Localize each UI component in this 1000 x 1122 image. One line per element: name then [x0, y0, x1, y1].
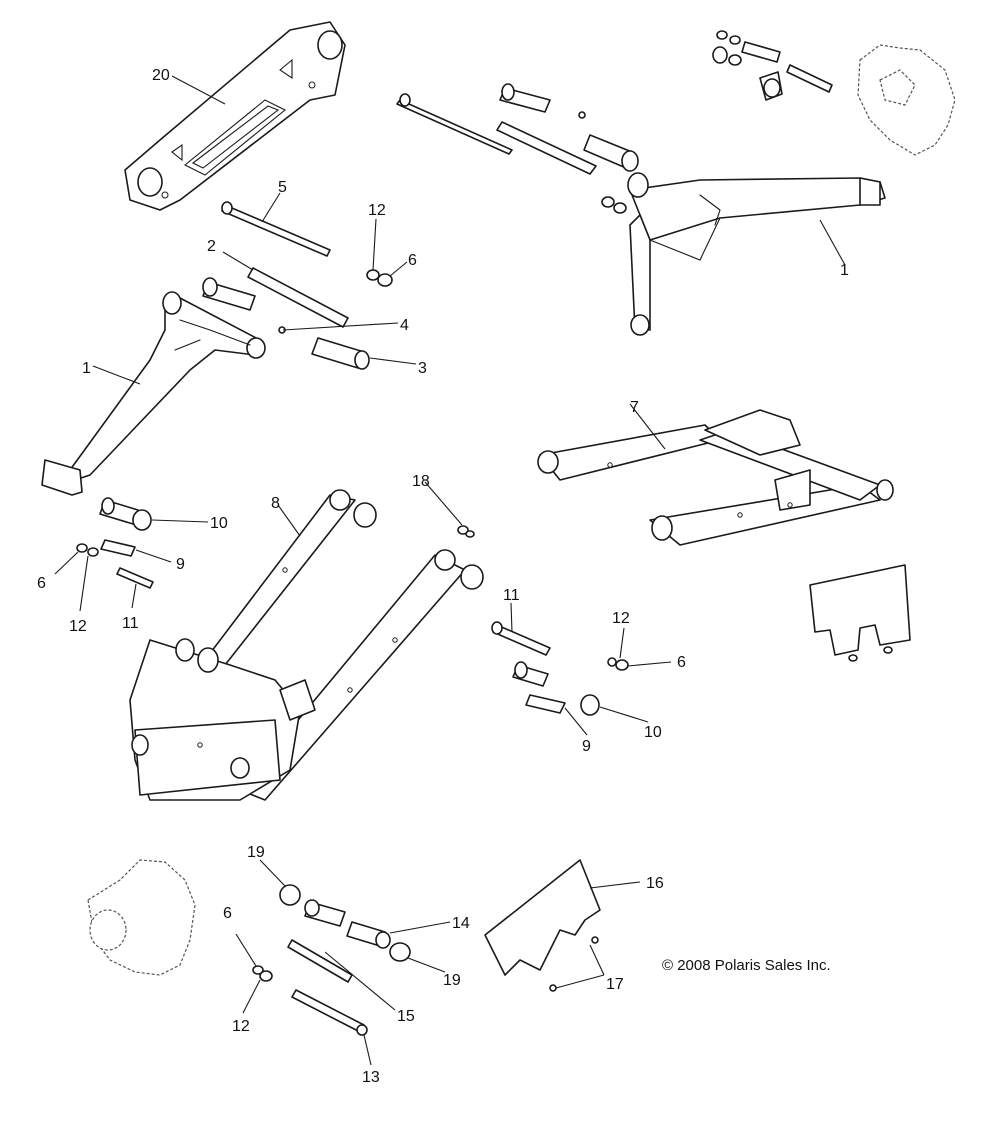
callout-3: 3 — [418, 360, 427, 377]
callout-8: 8 — [271, 495, 280, 512]
callout-6: 6 — [677, 654, 686, 671]
pivot-pin-5 — [221, 201, 331, 257]
callout-19: 19 — [443, 972, 461, 989]
callout-4: 4 — [400, 317, 409, 334]
callout-12: 12 — [69, 618, 87, 635]
callout-12: 12 — [368, 202, 386, 219]
callout-6: 6 — [223, 905, 232, 922]
leader-lines — [54, 75, 846, 1066]
copyright-notice: © 2008 Polaris Sales Inc. — [662, 957, 831, 974]
left-hardware — [76, 497, 154, 589]
rear-flap-16 — [484, 859, 601, 992]
callout-1: 1 — [840, 262, 849, 279]
bottom-hardware — [252, 884, 411, 1036]
bushing-3 — [311, 337, 370, 370]
callout-14: 14 — [452, 915, 470, 932]
rear-flap-plate — [809, 564, 911, 662]
bushing-left-upper — [202, 277, 256, 311]
torque-arm-upper — [627, 172, 886, 336]
callout-20: 20 — [152, 67, 170, 84]
callout-19: 19 — [247, 844, 265, 861]
right-hardware — [491, 621, 629, 716]
swing-arm-8 — [129, 489, 484, 801]
callout-2: 2 — [207, 238, 216, 255]
callout-17: 17 — [606, 976, 624, 993]
torque-arm-left — [41, 291, 266, 496]
callout-13: 13 — [362, 1069, 380, 1086]
callout-15: 15 — [397, 1008, 415, 1025]
callout-18: 18 — [412, 473, 430, 490]
callout-10: 10 — [210, 515, 228, 532]
knuckle-reference-bottom — [87, 859, 196, 976]
knuckle-reference-top — [857, 44, 956, 156]
callout-12: 12 — [612, 610, 630, 627]
callout-6: 6 — [408, 252, 417, 269]
callout-7: 7 — [630, 399, 639, 416]
callout-9: 9 — [176, 556, 185, 573]
callout-11: 11 — [122, 615, 139, 632]
callout-12: 12 — [232, 1018, 250, 1035]
rear-frame-7 — [537, 409, 894, 546]
callout-6: 6 — [37, 575, 46, 592]
callout-11: 11 — [503, 587, 520, 604]
callout-labels: 20 5 12 6 2 4 3 1 1 7 8 18 10 9 6 12 11 … — [37, 67, 849, 1086]
callout-9: 9 — [582, 738, 591, 755]
tube-2 — [247, 267, 349, 328]
top-hardware — [396, 30, 833, 214]
callout-5: 5 — [278, 179, 287, 196]
clip-18 — [457, 525, 475, 538]
mount-bracket-plate — [124, 21, 346, 211]
callout-16: 16 — [646, 875, 664, 892]
callout-1: 1 — [82, 360, 91, 377]
callout-10: 10 — [644, 724, 662, 741]
washer-nut-upper — [366, 269, 393, 287]
